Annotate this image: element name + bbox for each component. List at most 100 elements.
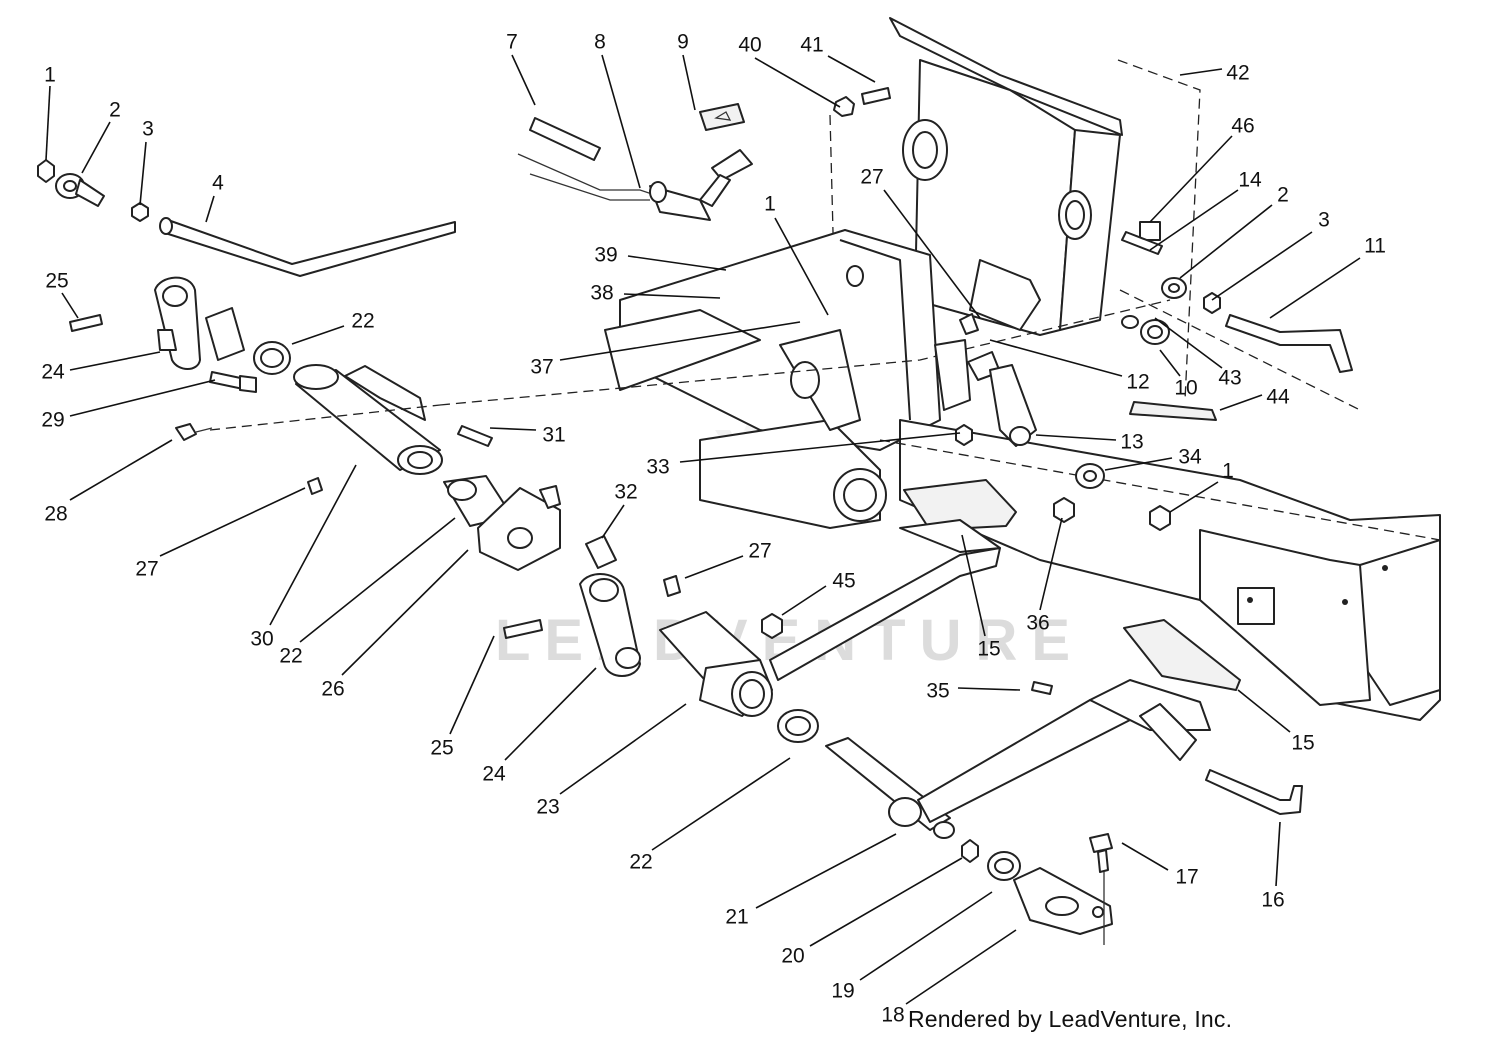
callout-leader-line xyxy=(1149,135,1233,223)
callout-number-43[interactable]: 43 xyxy=(1218,367,1241,390)
callout-leader-line xyxy=(774,217,829,316)
callout-number-28[interactable]: 28 xyxy=(44,503,67,526)
callout-leader-line xyxy=(1237,689,1291,733)
callout-leader-line xyxy=(559,703,687,795)
callout-leader-line xyxy=(139,141,147,206)
callout-number-9[interactable]: 9 xyxy=(677,31,689,54)
callout-number-15[interactable]: 15 xyxy=(1291,732,1314,755)
callout-number-34[interactable]: 34 xyxy=(1178,446,1202,469)
callout-leader-line xyxy=(69,439,173,501)
callout-number-46[interactable]: 46 xyxy=(1231,115,1254,138)
callout-number-11[interactable]: 11 xyxy=(1364,235,1386,258)
callout-number-14[interactable]: 14 xyxy=(1238,169,1262,192)
callout-number-2[interactable]: 2 xyxy=(109,99,121,122)
callout-leader-line xyxy=(684,555,744,579)
callout-number-30[interactable]: 30 xyxy=(250,628,273,651)
callout-number-27[interactable]: 27 xyxy=(135,558,158,581)
callout-number-2[interactable]: 2 xyxy=(1277,184,1289,207)
callout-number-15[interactable]: 15 xyxy=(977,638,1000,661)
callout-number-18[interactable]: 18 xyxy=(881,1004,904,1027)
callout-number-22[interactable]: 22 xyxy=(279,645,302,668)
callout-number-25[interactable]: 25 xyxy=(45,270,68,293)
callout-number-27[interactable]: 27 xyxy=(860,166,883,189)
callout-number-24[interactable]: 24 xyxy=(482,763,506,786)
callout-number-24[interactable]: 24 xyxy=(41,361,65,384)
callout-leader-line xyxy=(827,55,876,83)
callout-leader-line xyxy=(957,687,1021,691)
lower-linkage-parts xyxy=(503,519,1303,945)
callout-leader-line xyxy=(1159,349,1181,377)
callout-number-35[interactable]: 35 xyxy=(926,680,949,703)
callout-leader-line xyxy=(449,635,495,735)
callout-number-40[interactable]: 40 xyxy=(738,34,761,57)
callout-number-39[interactable]: 39 xyxy=(594,244,617,267)
callout-leader-line xyxy=(269,464,357,626)
callout-leader-line xyxy=(781,585,827,616)
callout-number-38[interactable]: 38 xyxy=(590,282,613,305)
callout-number-27[interactable]: 27 xyxy=(748,540,771,563)
callout-leader-line xyxy=(205,195,215,223)
callout-leader-line xyxy=(754,57,841,108)
callout-leader-line xyxy=(341,549,469,676)
callout-number-8[interactable]: 8 xyxy=(594,31,606,54)
callout-leader-line xyxy=(1169,481,1219,513)
callout-number-29[interactable]: 29 xyxy=(41,409,64,432)
callout-number-44[interactable]: 44 xyxy=(1266,386,1290,409)
callout-leader-line xyxy=(61,292,79,319)
callout-leader-line xyxy=(961,534,986,637)
callout-number-26[interactable]: 26 xyxy=(321,678,344,701)
left-linkage-parts xyxy=(37,159,561,571)
callout-number-23[interactable]: 23 xyxy=(536,796,559,819)
callout-number-21[interactable]: 21 xyxy=(725,906,748,929)
callout-leader-line xyxy=(1179,204,1273,279)
callout-number-41[interactable]: 41 xyxy=(800,34,823,57)
callout-leader-line xyxy=(1179,68,1223,76)
callout-leader-line xyxy=(755,833,897,909)
callout-leader-line xyxy=(1149,189,1239,251)
render-credit: Rendered by LeadVenture, Inc. xyxy=(908,1006,1233,1032)
callout-number-31[interactable]: 31 xyxy=(542,424,565,447)
callout-leader-line xyxy=(859,891,993,981)
callout-number-16[interactable]: 16 xyxy=(1261,889,1284,912)
callout-number-17[interactable]: 17 xyxy=(1175,866,1198,889)
callout-leader-line xyxy=(905,929,1017,1005)
callout-number-1[interactable]: 1 xyxy=(1222,460,1234,483)
callout-leader-line xyxy=(159,487,306,557)
callout-number-22[interactable]: 22 xyxy=(629,851,652,874)
callout-number-25[interactable]: 25 xyxy=(430,737,453,760)
callout-leader-line xyxy=(809,857,963,947)
callout-number-13[interactable]: 13 xyxy=(1120,431,1143,454)
callout-number-33[interactable]: 33 xyxy=(646,456,669,479)
callout-number-10[interactable]: 10 xyxy=(1174,377,1197,400)
callout-number-3[interactable]: 3 xyxy=(142,118,154,141)
callout-number-7[interactable]: 7 xyxy=(506,31,518,54)
callout-leader-line xyxy=(1121,842,1169,871)
callout-number-19[interactable]: 19 xyxy=(831,980,854,1003)
callout-number-36[interactable]: 36 xyxy=(1026,612,1049,635)
callout-number-22[interactable]: 22 xyxy=(351,310,374,333)
callout-leader-line xyxy=(1035,434,1117,441)
callout-number-37[interactable]: 37 xyxy=(530,356,553,379)
callout-leader-line xyxy=(679,432,961,463)
callout-leader-line xyxy=(601,54,641,189)
callout-leader-line xyxy=(559,321,801,361)
callout-number-1[interactable]: 1 xyxy=(764,193,776,216)
callout-number-12[interactable]: 12 xyxy=(1126,371,1149,394)
callout-leader-line xyxy=(291,325,345,345)
callout-leader-line xyxy=(1154,317,1223,369)
callout-leader-line xyxy=(1269,257,1361,319)
callout-leader-line xyxy=(883,189,981,319)
callout-number-4[interactable]: 4 xyxy=(212,172,224,195)
callout-number-20[interactable]: 20 xyxy=(781,945,804,968)
callout-number-3[interactable]: 3 xyxy=(1318,209,1330,232)
callout-leader-line xyxy=(511,54,536,106)
callout-number-32[interactable]: 32 xyxy=(614,481,637,504)
callout-number-42[interactable]: 42 xyxy=(1226,62,1249,85)
callout-leader-line xyxy=(1039,517,1063,611)
callout-number-1[interactable]: 1 xyxy=(44,64,56,87)
callout-number-45[interactable]: 45 xyxy=(832,570,855,593)
callout-leader-line xyxy=(69,379,216,417)
